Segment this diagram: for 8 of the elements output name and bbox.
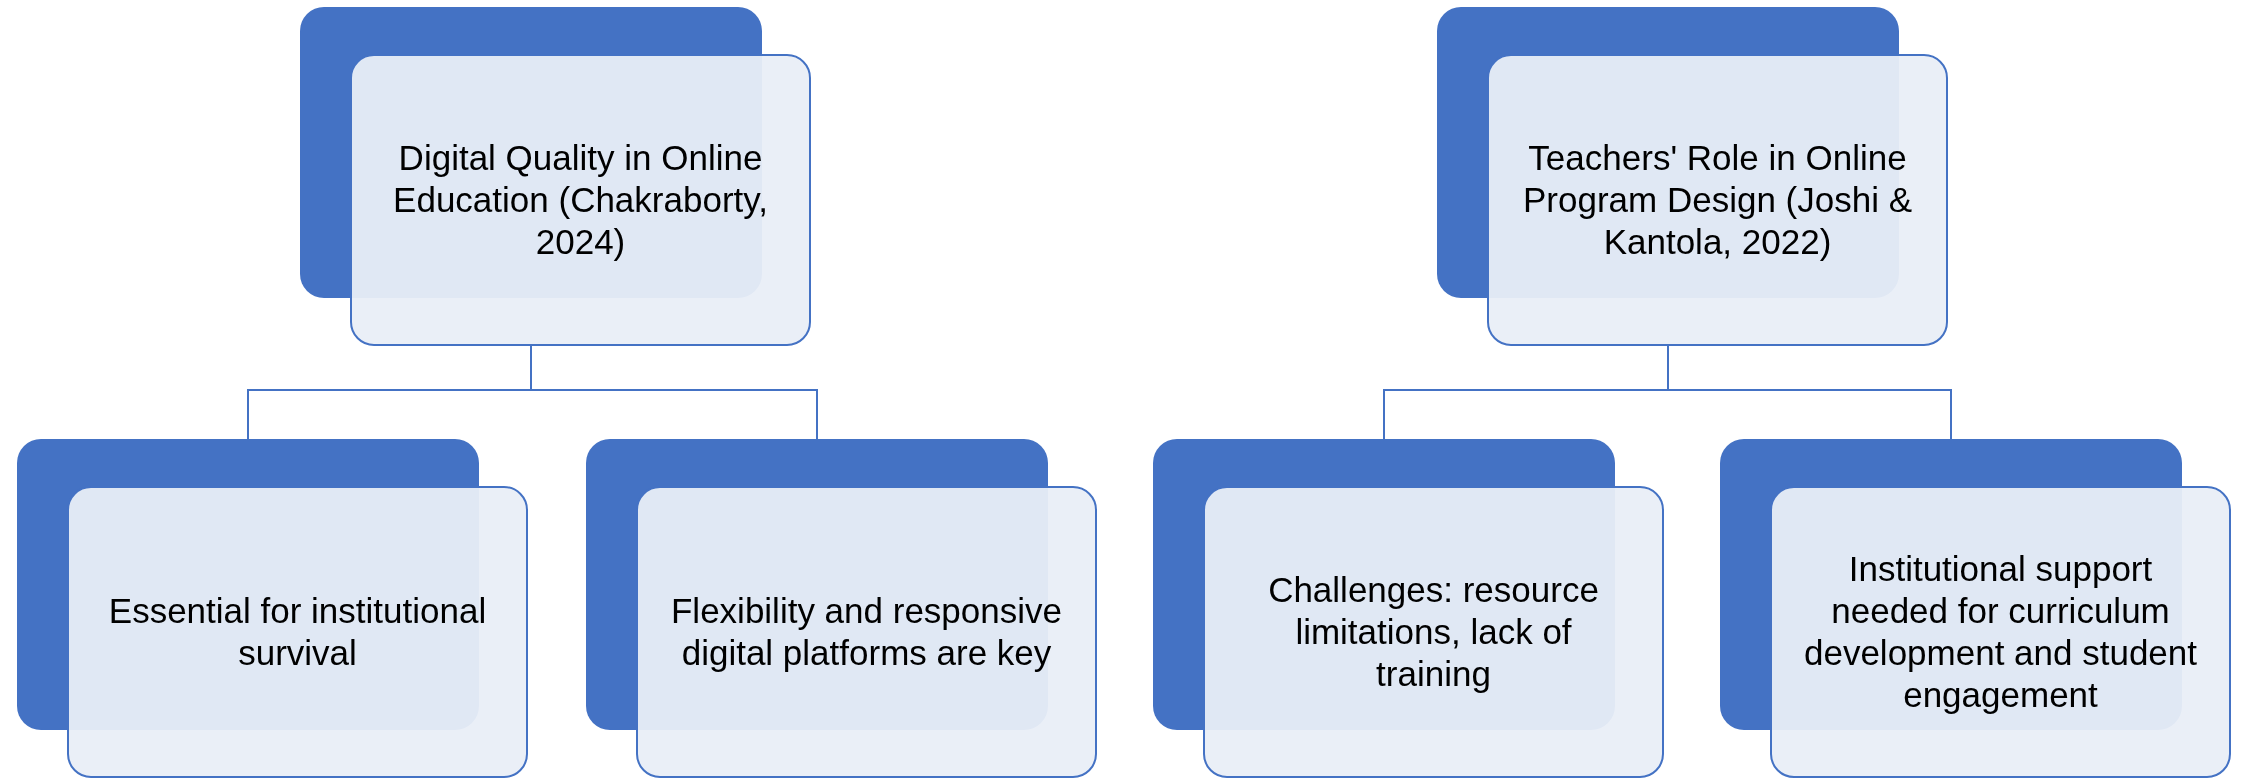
- card-text: Teachers' Role in Online Program Design (Joshi & Kantola, 2022): [1521, 137, 1913, 263]
- card-text: Essential for institutional survival: [107, 590, 488, 674]
- connector-line: [530, 345, 818, 440]
- connector-line: [1667, 345, 1952, 440]
- card-text: Institutional support needed for curriculum development and student engagement: [1802, 548, 2199, 716]
- card-text: Flexibility and responsive digital platforms are key: [670, 590, 1063, 674]
- card-text: Challenges: resource limitations, lack of training: [1267, 569, 1600, 695]
- card-text: Digital Quality in Online Education (Chakraborty, 2024): [392, 137, 769, 263]
